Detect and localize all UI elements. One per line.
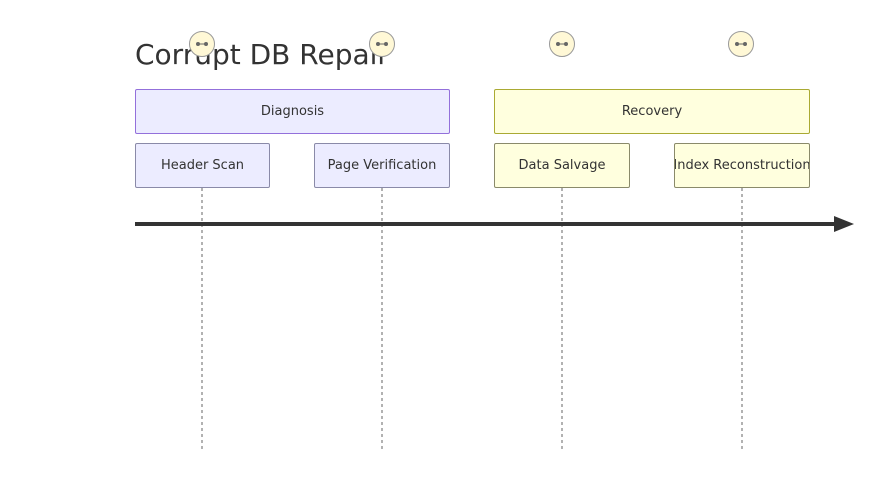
task-data-salvage: Data Salvage (494, 143, 630, 188)
face-icon (728, 31, 754, 57)
task-index-reconstruction: Index Reconstruction (674, 143, 810, 188)
section-recovery: Recovery (494, 89, 810, 134)
arrow-head-icon (834, 216, 854, 232)
section-diagnosis: Diagnosis (135, 89, 450, 134)
face-icon (189, 31, 215, 57)
task-page-verification: Page Verification (314, 143, 450, 188)
task-header-scan: Header Scan (135, 143, 270, 188)
face-icon (549, 31, 575, 57)
diagram-title: Corrupt DB Repair (135, 38, 389, 71)
face-icon (369, 31, 395, 57)
